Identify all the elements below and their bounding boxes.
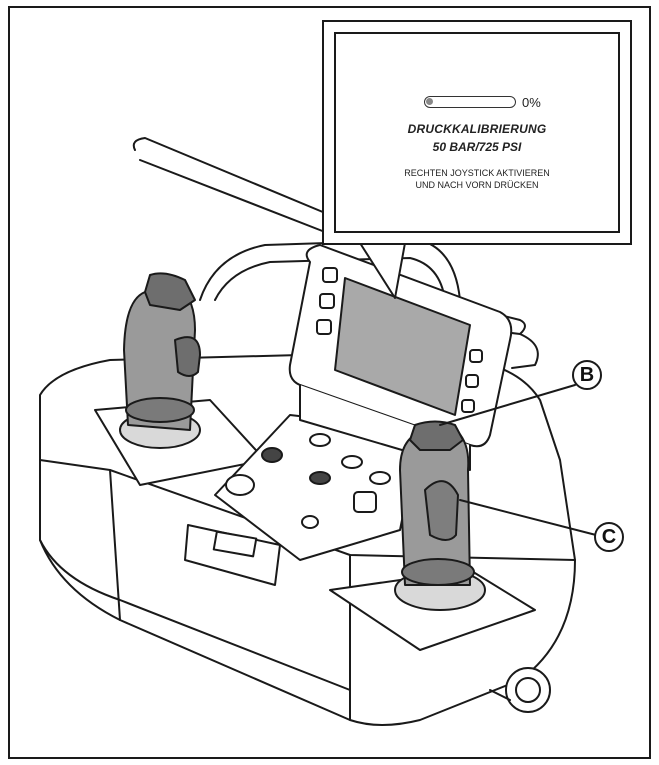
progress-percent-text: 0% [522,95,541,110]
label-c: C [594,522,624,552]
display-callout-screen [334,32,620,233]
left-joystick [119,272,201,449]
calibration-pressure: 50 BAR/725 PSI [432,140,522,154]
button-b-leader [439,384,576,426]
trigger-c-leader [459,499,597,536]
calibration-progress-bar [424,96,516,108]
progress-fill [426,98,433,105]
calibration-title: DRUCKKALIBRIERUNG [407,122,547,136]
instruction-line-2: UND NACH VORN DRÜCKEN [415,180,539,190]
rear-handle-bar [132,137,336,241]
label-b: B [572,360,602,390]
instruction-line-1: RECHTEN JOYSTICK AKTIVIEREN [404,168,550,178]
display-screen [334,277,471,416]
right-joystick-c [394,420,486,611]
callout-pointer [359,242,406,299]
